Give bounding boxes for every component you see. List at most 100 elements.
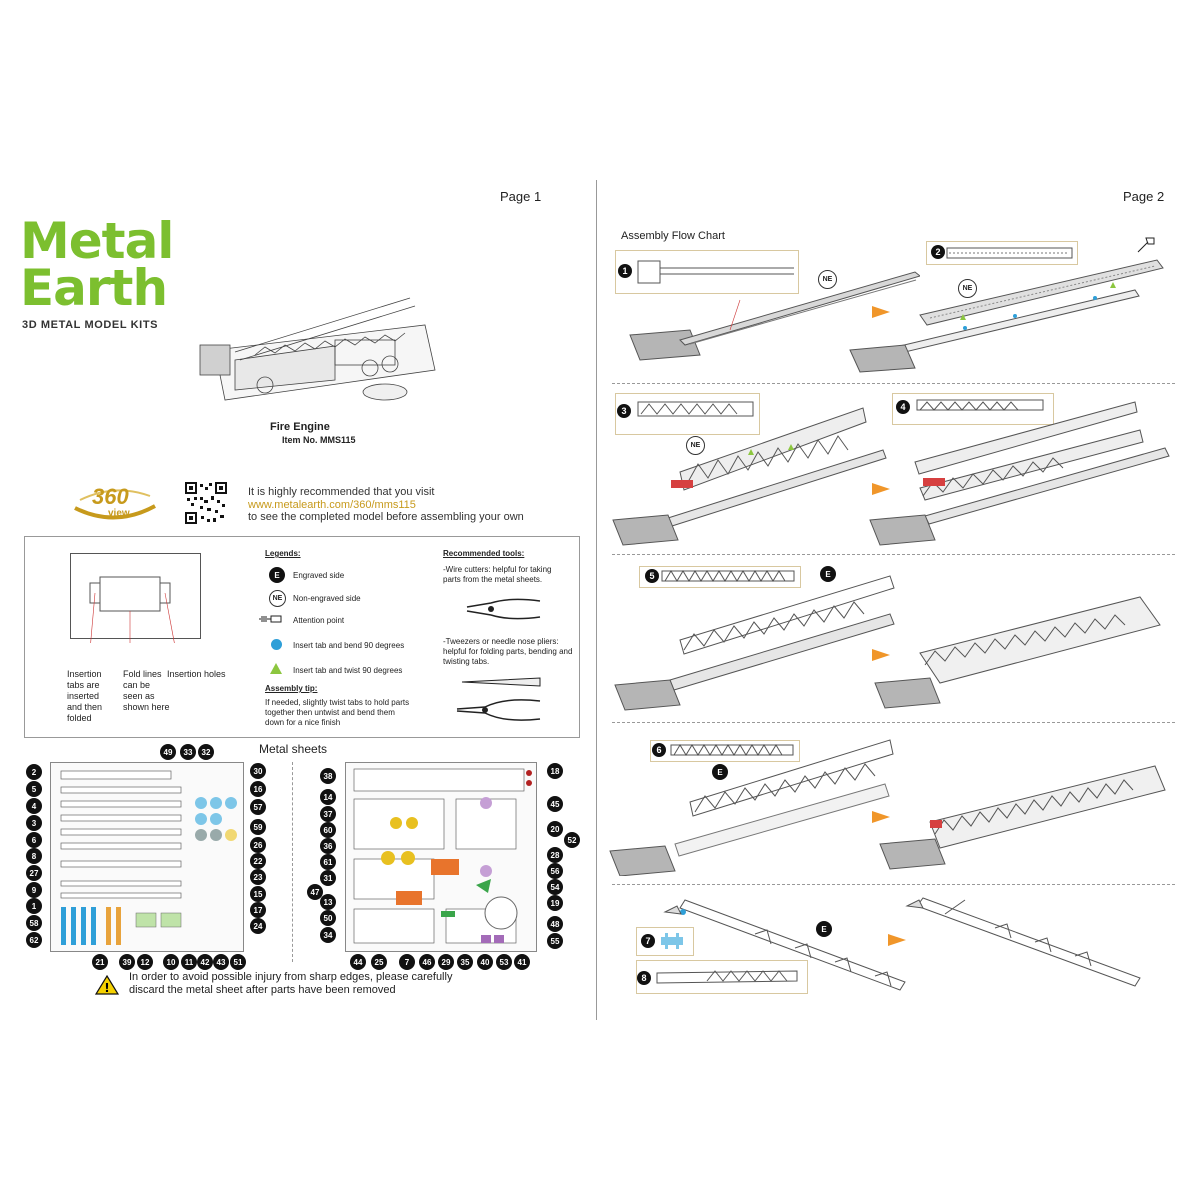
engraved-marker: E — [712, 764, 728, 780]
part-badge: 60 — [320, 822, 336, 838]
part-badge: 26 — [250, 837, 266, 853]
svg-text:!: ! — [104, 981, 109, 995]
step-badge: 4 — [896, 400, 910, 414]
step-1-part — [637, 260, 794, 284]
engraved-legend-text: Engraved side — [293, 571, 345, 580]
tweezers-icon — [461, 677, 541, 687]
part-badge: 54 — [547, 879, 563, 895]
view-360-number: 360 — [92, 484, 129, 509]
step-3-part — [637, 401, 754, 417]
part-badge: 18 — [547, 763, 563, 779]
part-badge: 24 — [250, 918, 266, 934]
non-engraved-legend-text: Non-engraved side — [293, 594, 361, 603]
part-badge: 36 — [320, 838, 336, 854]
part-badge: 16 — [250, 781, 266, 797]
part-badge: 8 — [26, 848, 42, 864]
flow-chart-title: Assembly Flow Chart — [621, 230, 725, 242]
part-badge: 46 — [419, 954, 435, 970]
page-1-label: Page 1 — [500, 189, 542, 204]
part-badge: 29 — [438, 954, 454, 970]
assembly-tip-title: Assembly tip: — [265, 684, 318, 693]
part-badge: 45 — [547, 796, 563, 812]
part-badge: 17 — [250, 902, 266, 918]
part-badge: 44 — [350, 954, 366, 970]
part-badge: 55 — [547, 933, 563, 949]
qr-code[interactable] — [185, 482, 227, 524]
part-badge: 48 — [547, 916, 563, 932]
part-badge: 25 — [371, 954, 387, 970]
non-engraved-marker: NE — [958, 279, 977, 298]
logo-earth: Earth — [20, 259, 168, 317]
non-engraved-marker: NE — [818, 270, 837, 289]
tab-diagram — [70, 553, 201, 643]
arrow-right-icon — [872, 483, 890, 495]
step-5-inset — [639, 566, 801, 588]
part-badge: 31 — [320, 870, 336, 886]
part-badge: 3 — [26, 815, 42, 831]
part-badge: 40 — [477, 954, 493, 970]
part-badge: 38 — [320, 768, 336, 784]
engraved-marker: E — [820, 566, 836, 582]
part-badge: 37 — [320, 806, 336, 822]
recommend-link[interactable]: www.metalearth.com/360/mms115 — [248, 499, 416, 511]
green-triangle-legend-text: Insert tab and twist 90 degrees — [293, 666, 403, 675]
part-badge: 39 — [119, 954, 135, 970]
blue-dot-legend-text: Insert tab and bend 90 degrees — [293, 641, 405, 650]
part-badge: 28 — [547, 847, 563, 863]
step-6-assembly — [609, 739, 894, 876]
part-badge: 11 — [181, 954, 197, 970]
metal-sheet-2-parts — [353, 768, 532, 944]
warning-line-2: discard the metal sheet after parts have… — [129, 984, 396, 996]
step-8-result — [905, 897, 1141, 987]
logo-metal: Metal — [20, 212, 174, 270]
part-badge: 10 — [163, 954, 179, 970]
part-badge: 6 — [26, 832, 42, 848]
metal-sheets-title: Metal sheets — [259, 742, 328, 756]
part-badge: 15 — [250, 886, 266, 902]
row-divider — [612, 722, 1175, 723]
wire-cutters-icon — [466, 598, 541, 620]
sheet-divider — [292, 762, 293, 962]
row-divider — [612, 383, 1175, 384]
pointing-hand-icon — [259, 615, 282, 623]
recommend-line-3: to see the completed model before assemb… — [248, 511, 524, 523]
step-4-assembly — [869, 401, 1170, 546]
part-badge: 49 — [160, 744, 176, 760]
view-360-badge[interactable]: 360 view — [70, 478, 160, 526]
part-badge: 50 — [320, 910, 336, 926]
step-badge: 1 — [618, 264, 632, 278]
part-badge: 21 — [92, 954, 108, 970]
step-8-part — [656, 970, 798, 984]
part-badge: 30 — [250, 763, 266, 779]
step-1-inset — [615, 250, 799, 294]
part-badge: 7 — [399, 954, 415, 970]
part-badge: 34 — [320, 927, 336, 943]
arrow-right-icon — [888, 934, 906, 946]
arrow-right-icon — [872, 811, 890, 823]
non-engraved-legend-icon: NE — [269, 590, 286, 607]
tagline: 3D METAL MODEL KITS — [22, 319, 159, 331]
part-badge: 41 — [514, 954, 530, 970]
page-divider — [596, 180, 597, 1020]
part-badge: 14 — [320, 789, 336, 805]
tweezers-text: -Tweezers or needle nose pliers: helpful… — [443, 637, 573, 666]
part-badge: 9 — [26, 882, 42, 898]
part-badge: 2 — [26, 764, 42, 780]
tools-title: Recommended tools: — [443, 549, 525, 558]
step-7-part — [661, 933, 683, 949]
step-5-assembly — [614, 575, 895, 711]
step-badge: 3 — [617, 404, 631, 418]
part-badge: 58 — [26, 915, 42, 931]
legends-title: Legends: — [265, 549, 301, 558]
qr-code-icon — [185, 482, 227, 524]
step-6-result — [879, 765, 1166, 870]
warning-icon: ! — [95, 975, 119, 995]
part-badge: 22 — [250, 853, 266, 869]
fold-lines-label: Fold lines can be seen as shown here — [123, 669, 170, 712]
part-badge: 35 — [457, 954, 473, 970]
part-badge: 62 — [26, 932, 42, 948]
recommend-line-1: It is highly recommended that you visit — [248, 486, 435, 498]
part-badge: 32 — [198, 744, 214, 760]
step-badge: 5 — [645, 569, 659, 583]
insertion-tabs-label: Insertion tabs are inserted and then fol… — [67, 669, 103, 723]
